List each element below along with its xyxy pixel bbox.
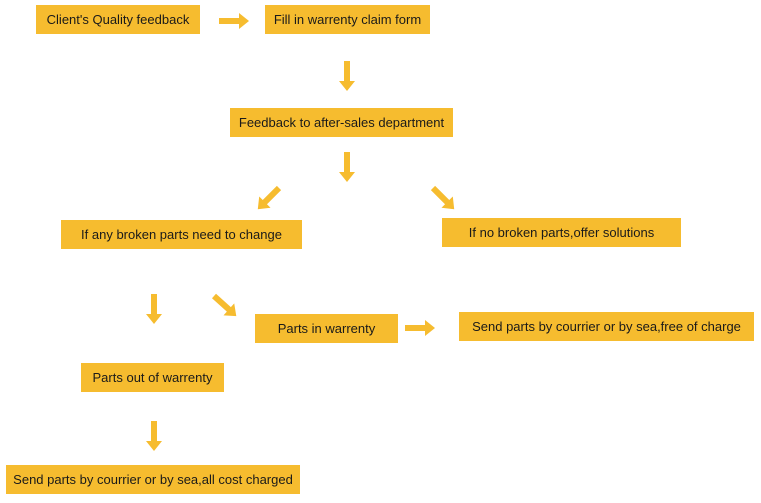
- send-parts-free-box: Send parts by courrier or by sea,free of…: [459, 312, 754, 341]
- send-parts-charged-box: Send parts by courrier or by sea,all cos…: [6, 465, 300, 494]
- arrow-icon: [219, 13, 249, 29]
- feedback-after-sales-box: Feedback to after-sales department: [230, 108, 453, 137]
- arrow-icon: [252, 182, 285, 215]
- arrow-icon: [427, 182, 460, 215]
- no-broken-parts-box: If no broken parts,offer solutions: [442, 218, 681, 247]
- arrow-icon: [146, 421, 162, 451]
- arrow-icon: [339, 61, 355, 91]
- client-quality-feedback-box: Client's Quality feedback: [36, 5, 200, 34]
- broken-parts-change-box: If any broken parts need to change: [61, 220, 302, 249]
- arrow-icon: [405, 320, 435, 336]
- parts-in-warrenty-box: Parts in warrenty: [255, 314, 398, 343]
- arrow-icon: [146, 294, 162, 324]
- parts-out-of-warrenty-box: Parts out of warrenty: [81, 363, 224, 392]
- fill-warrenty-claim-form-box: Fill in warrenty claim form: [265, 5, 430, 34]
- arrow-icon: [339, 152, 355, 182]
- arrow-icon: [208, 290, 242, 323]
